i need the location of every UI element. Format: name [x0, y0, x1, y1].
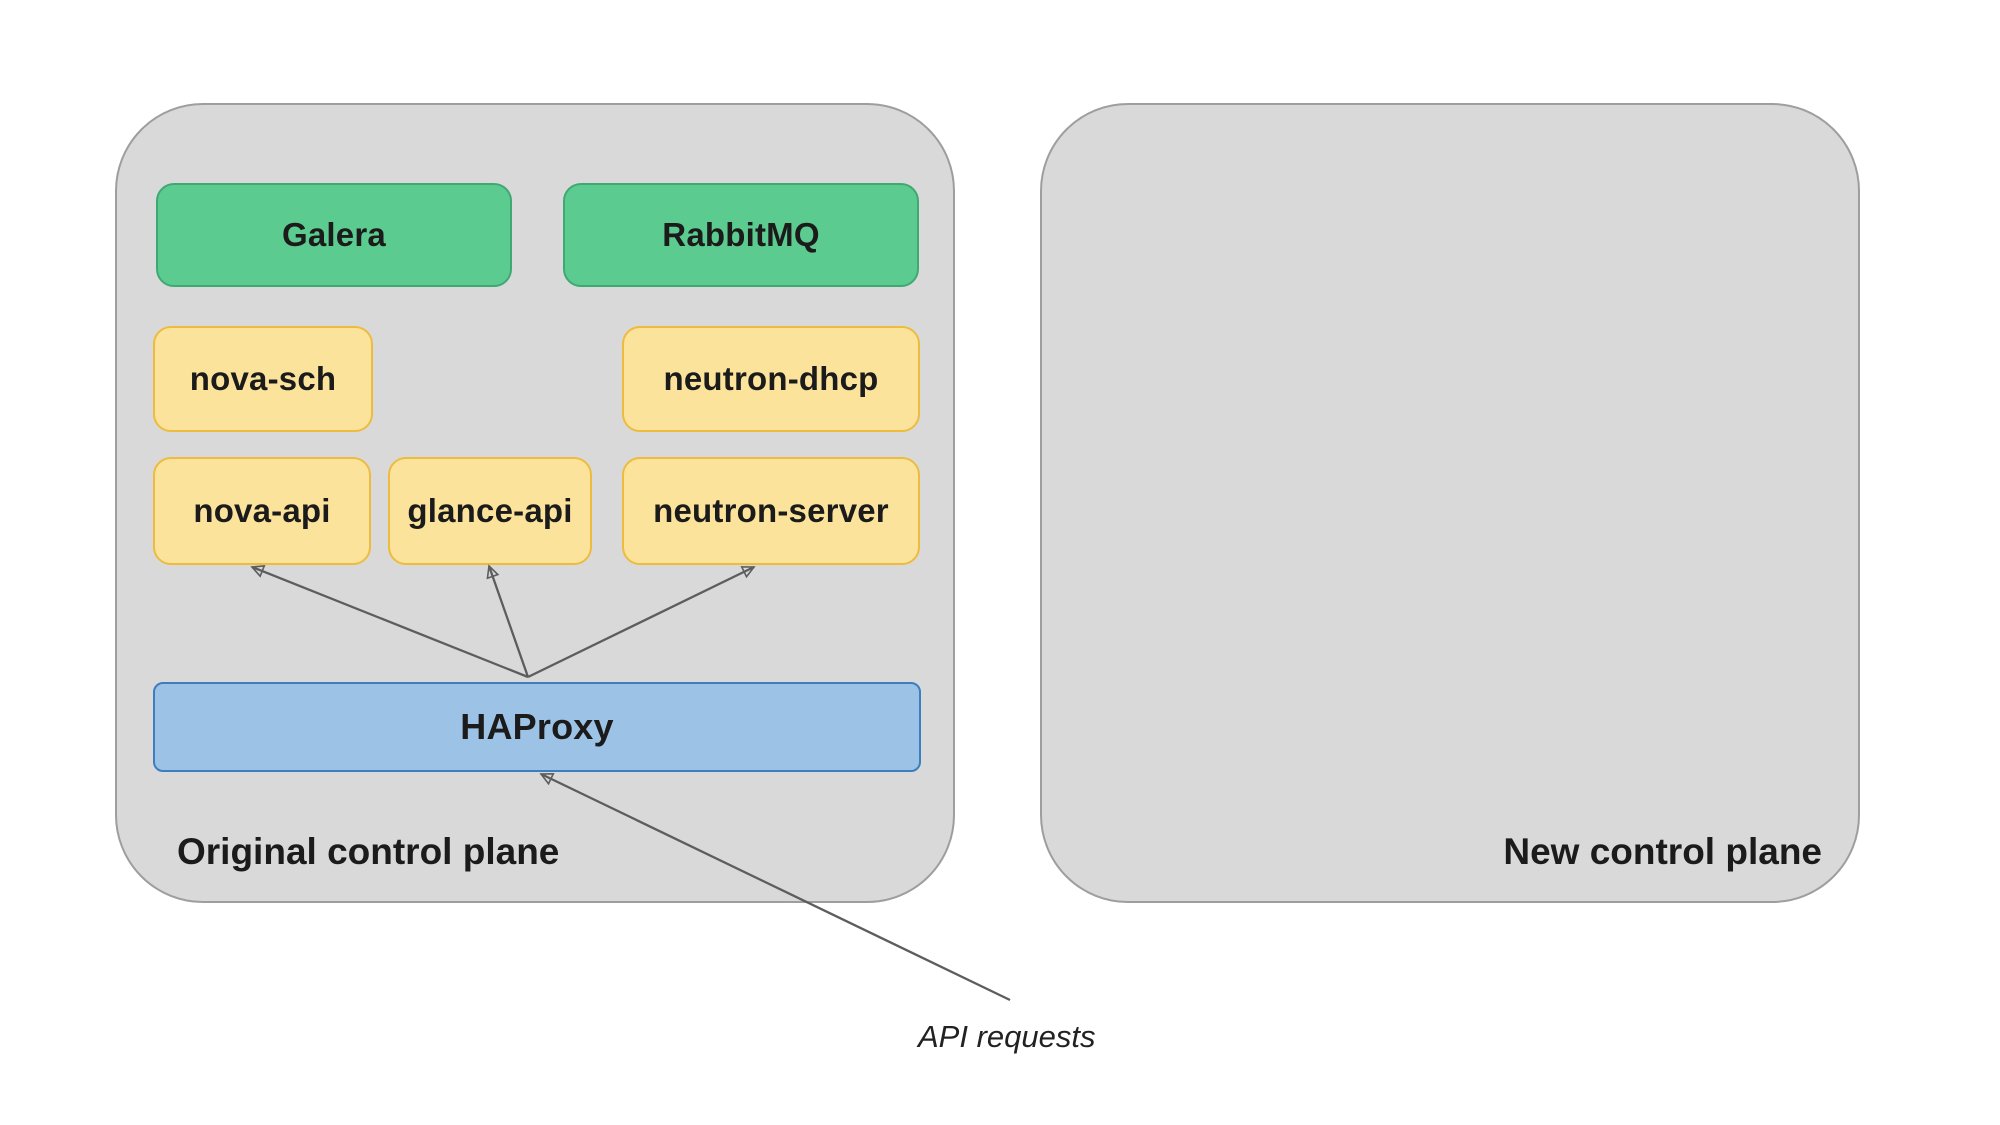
api-requests-label: API requests [918, 1019, 1096, 1054]
node-glance-api: glance-api [388, 457, 592, 565]
node-nova-api-label: nova-api [193, 492, 331, 529]
new-control-plane-label: New control plane [1503, 831, 1822, 872]
node-neutron-dhcp: neutron-dhcp [622, 326, 920, 432]
node-haproxy-label: HAProxy [460, 706, 614, 747]
node-nova-api: nova-api [153, 457, 371, 565]
node-rabbitmq: RabbitMQ [563, 183, 919, 287]
node-neutron-dhcp-label: neutron-dhcp [663, 360, 879, 397]
node-galera: Galera [156, 183, 512, 287]
new-control-plane: New control plane [1040, 103, 1860, 903]
node-galera-label: Galera [282, 216, 386, 253]
node-neutron-server: neutron-server [622, 457, 920, 565]
node-nova-sch: nova-sch [153, 326, 373, 432]
original-control-plane: Galera RabbitMQ nova-sch neutron-dhcp no… [115, 103, 955, 903]
node-neutron-server-label: neutron-server [653, 492, 889, 529]
node-rabbitmq-label: RabbitMQ [662, 216, 820, 253]
original-control-plane-label: Original control plane [177, 831, 560, 872]
node-nova-sch-label: nova-sch [189, 360, 337, 397]
node-haproxy: HAProxy [153, 682, 921, 772]
node-glance-api-label: glance-api [407, 492, 573, 529]
